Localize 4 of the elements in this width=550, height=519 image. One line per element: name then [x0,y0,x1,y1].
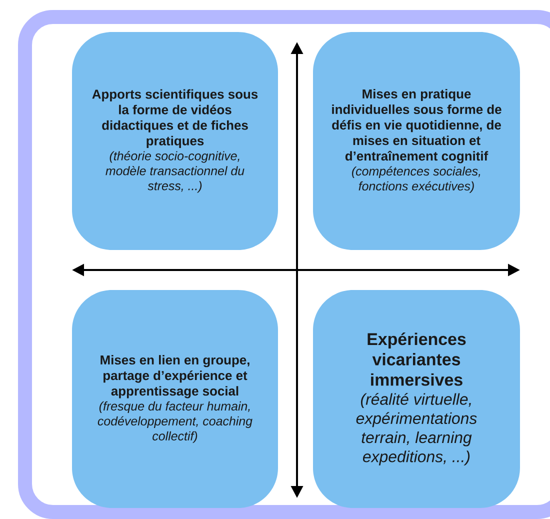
quadrant-box: Mises en pratique individuelles sous forme de défis en vie quotidienne, de mises en situation et d’entraînement cognitif (compétences sociales, fonctions exécutives) [313,32,520,250]
quadrant-box: Apports scientifiques sous la forme de vidéos didactiques et de fiches pratiques (théorie socio-cognitive, modèle transactionnel du stress, ...) [72,32,278,250]
quadrant-box: Expériences vicariantes immersives (réalité virtuelle, expérimentations terrain, learning expeditions, ...) [313,290,520,508]
quadrant-box: Mises en lien en groupe, partage d’expérience et apprentissage social (fresque du facteur humain, codéveloppement, coaching collectif) [72,290,278,508]
